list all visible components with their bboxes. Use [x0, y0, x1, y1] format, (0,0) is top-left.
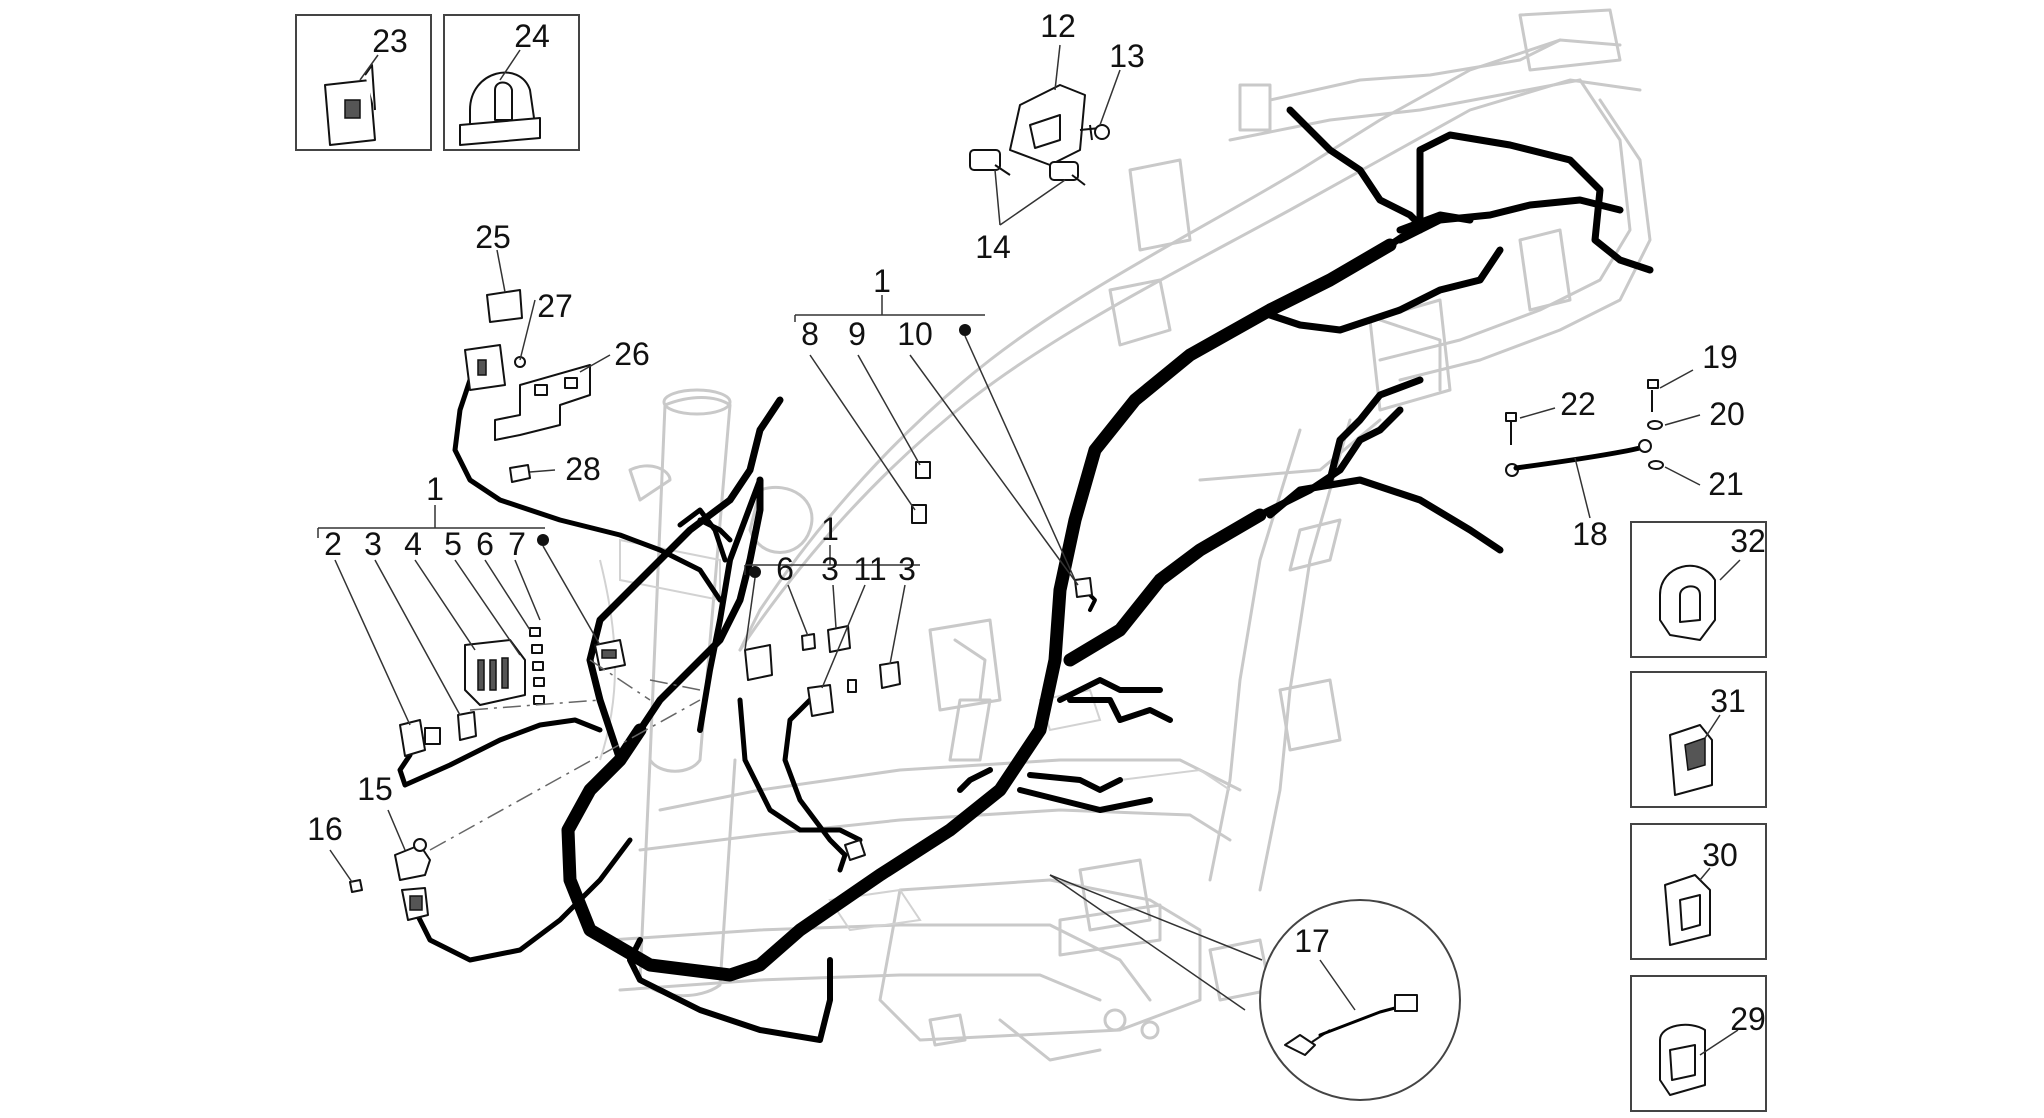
callout-8: 8 — [801, 316, 819, 352]
callout-22: 22 — [1560, 386, 1596, 422]
part-19-bolt — [1647, 379, 1659, 412]
callout-3-left: 3 — [364, 526, 382, 562]
part-2-connector — [399, 719, 441, 757]
callout-27: 27 — [537, 288, 573, 324]
part-20-washer — [1647, 420, 1663, 430]
part-3c-connector — [879, 661, 901, 689]
callout-6-left: 6 — [476, 526, 494, 562]
part-18-ground-cable — [1505, 439, 1652, 477]
callout-29: 29 — [1730, 1001, 1766, 1037]
callout-32: 32 — [1730, 523, 1766, 559]
callout-3-center: 3 — [821, 551, 839, 587]
callout-20: 20 — [1709, 396, 1745, 432]
callout-11: 11 — [853, 551, 886, 587]
part-25-relay — [486, 289, 523, 323]
part-7-terminal — [594, 639, 626, 671]
part-8-9-connectors — [911, 461, 931, 524]
callout-10: 10 — [897, 316, 933, 352]
part-28-clip — [509, 464, 531, 483]
part-22-bolt — [1505, 412, 1517, 445]
callout-21: 21 — [1708, 466, 1744, 502]
callout-1-top: 1 — [873, 263, 891, 299]
callout-15: 15 — [357, 771, 393, 807]
part-13-screw — [1079, 124, 1110, 141]
callout-3-right: 3 — [898, 551, 916, 587]
callout-23: 23 — [372, 23, 408, 59]
callout-30: 30 — [1702, 837, 1738, 873]
part-15-sensor — [394, 838, 431, 881]
callout-6-center: 6 — [776, 551, 794, 587]
callout-1-center: 1 — [821, 511, 839, 547]
part-31-clip-box — [1630, 671, 1767, 808]
part-10-connector — [1074, 577, 1093, 598]
part-27-relay-holder — [464, 344, 526, 391]
part-6b-connector — [744, 644, 773, 681]
part-4-fuse-box — [464, 639, 526, 706]
callout-18: 18 — [1572, 516, 1608, 552]
callout-31: 31 — [1710, 683, 1746, 719]
part-30-clip-box — [1630, 823, 1767, 960]
part-29-clip-box — [1630, 975, 1767, 1112]
part-6c-terminal — [801, 633, 816, 651]
center-inline-connector — [844, 839, 866, 861]
callout-26: 26 — [614, 336, 650, 372]
callout-24: 24 — [514, 18, 550, 54]
callout-25: 25 — [475, 219, 511, 255]
scooter-frame — [599, 8, 1652, 1062]
part-15-connector — [401, 887, 429, 921]
part-11-connector — [807, 679, 857, 717]
callout-16: 16 — [307, 811, 343, 847]
part-16-screw — [349, 879, 363, 893]
part-17-detail-callout — [1049, 874, 1461, 1101]
callout-28: 28 — [565, 451, 601, 487]
callout-14: 14 — [975, 229, 1011, 265]
callout-12: 12 — [1040, 8, 1076, 44]
part-32-clip-box — [1630, 521, 1767, 658]
part-24-clamp-box — [443, 14, 580, 151]
callout-labels: 1 2 3 4 5 6 7 1 8 9 10 1 6 3 11 3 12 13 … — [307, 8, 1766, 1037]
callout-19: 19 — [1702, 339, 1738, 375]
callout-2: 2 — [324, 526, 342, 562]
part-23-clip-box — [295, 14, 432, 151]
part-12-cable-guide — [1009, 84, 1086, 166]
part-26-bracket — [494, 364, 591, 441]
main-wiring-harness — [397, 106, 1654, 1043]
callout-7: 7 — [508, 526, 526, 562]
callout-9: 9 — [848, 316, 866, 352]
part-21-washer — [1648, 460, 1664, 470]
callout-4: 4 — [404, 526, 422, 562]
part-3-connector — [457, 711, 477, 741]
part-5-fuses — [529, 627, 545, 705]
leader-lines — [317, 44, 1741, 1056]
callout-13: 13 — [1109, 38, 1145, 74]
callout-5: 5 — [444, 526, 462, 562]
callout-1-left: 1 — [426, 471, 444, 507]
callout-17: 17 — [1294, 923, 1330, 959]
